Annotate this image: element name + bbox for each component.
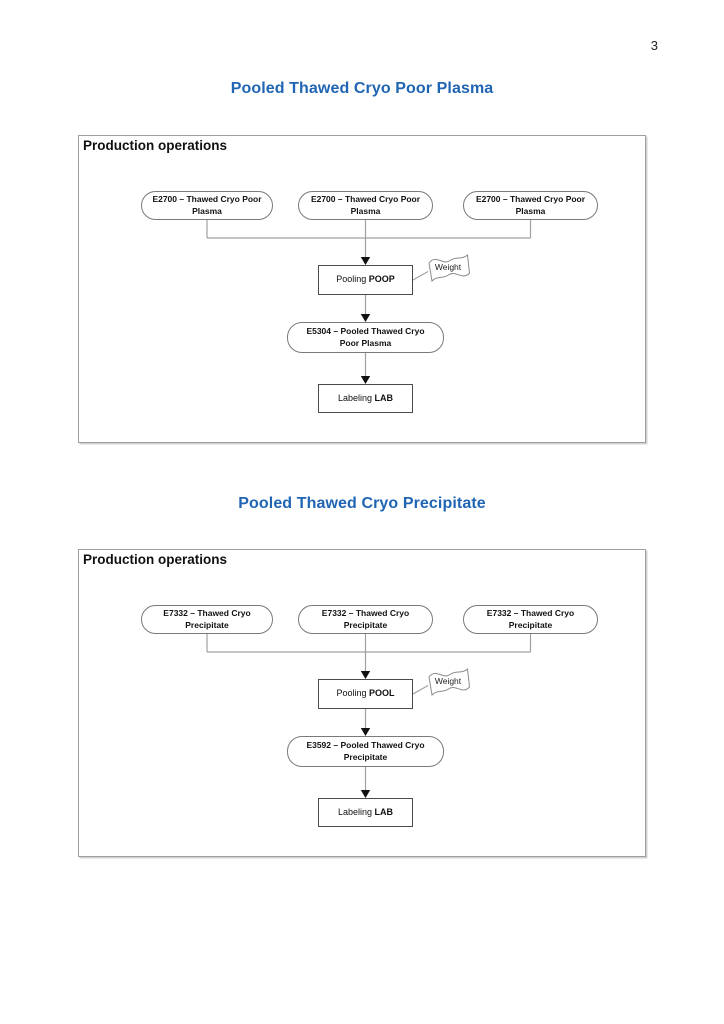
- flowchart-frame-precipitate: Production operations E7332 – Thawed Cry…: [78, 549, 646, 857]
- pooling-label: Pooling: [336, 688, 369, 699]
- page-number: 3: [650, 38, 658, 53]
- pooling-operation-node: Pooling POOL: [318, 679, 413, 709]
- labeling-code: LAB: [374, 806, 394, 817]
- flow-connectors: [206, 634, 532, 798]
- arrowhead-to-pooling: [360, 671, 371, 679]
- labeling-operation-node: Labeling LAB: [318, 384, 413, 413]
- section-heading-pooled-thawed-cryo-precipitate: Pooled Thawed Cryo Precipitate: [238, 495, 486, 512]
- pooled-output-node: E5304 – Pooled Thawed Cryo Poor Plasma: [287, 322, 444, 353]
- pooling-code: POOL: [369, 688, 395, 699]
- arrowhead-to-pooled: [360, 728, 371, 736]
- source-material-node: E2700 – Thawed Cryo Poor Plasma: [141, 191, 273, 220]
- source-stub-lines: [206, 220, 532, 238]
- labeling-label: Labeling: [337, 806, 375, 817]
- flow-connectors: [206, 220, 532, 384]
- weight-annotation: Weight: [434, 676, 462, 686]
- pooling-label: Pooling: [336, 274, 369, 285]
- weight-flag-shape: [428, 667, 471, 697]
- pooled-output-node: E3592 – Pooled Thawed Cryo Precipitate: [287, 736, 444, 767]
- pooling-code: POOP: [368, 274, 395, 285]
- weight-annotation: Weight: [434, 262, 462, 272]
- section-heading-pooled-thawed-cryo-poor-plasma: Pooled Thawed Cryo Poor Plasma: [230, 80, 494, 97]
- weight-connector-line: [412, 270, 429, 281]
- weight-flag-shape: [428, 253, 471, 283]
- pooling-operation-node: Pooling POOP: [318, 265, 413, 295]
- frame-title: Production operations: [83, 552, 228, 567]
- flowchart-frame-plasma: Production operations E2700 – Thawed Cry…: [78, 135, 646, 443]
- source-material-node: E7332 – Thawed Cryo Precipitate: [141, 605, 273, 634]
- frame-title: Production operations: [83, 138, 228, 153]
- source-material-node: E2700 – Thawed Cryo Poor Plasma: [298, 191, 433, 220]
- source-material-node: E2700 – Thawed Cryo Poor Plasma: [463, 191, 598, 220]
- labeling-operation-node: Labeling LAB: [318, 798, 413, 827]
- weight-connector-line: [412, 684, 429, 695]
- labeling-code: LAB: [374, 392, 394, 403]
- source-material-node: E7332 – Thawed Cryo Precipitate: [463, 605, 598, 634]
- arrowhead-to-pooling: [360, 257, 371, 265]
- arrowhead-to-labeling: [360, 376, 371, 384]
- source-stub-lines: [206, 634, 532, 652]
- source-material-node: E7332 – Thawed Cryo Precipitate: [298, 605, 433, 634]
- arrowhead-to-labeling: [360, 790, 371, 798]
- labeling-label: Labeling: [337, 392, 375, 403]
- arrowhead-to-pooled: [360, 314, 371, 322]
